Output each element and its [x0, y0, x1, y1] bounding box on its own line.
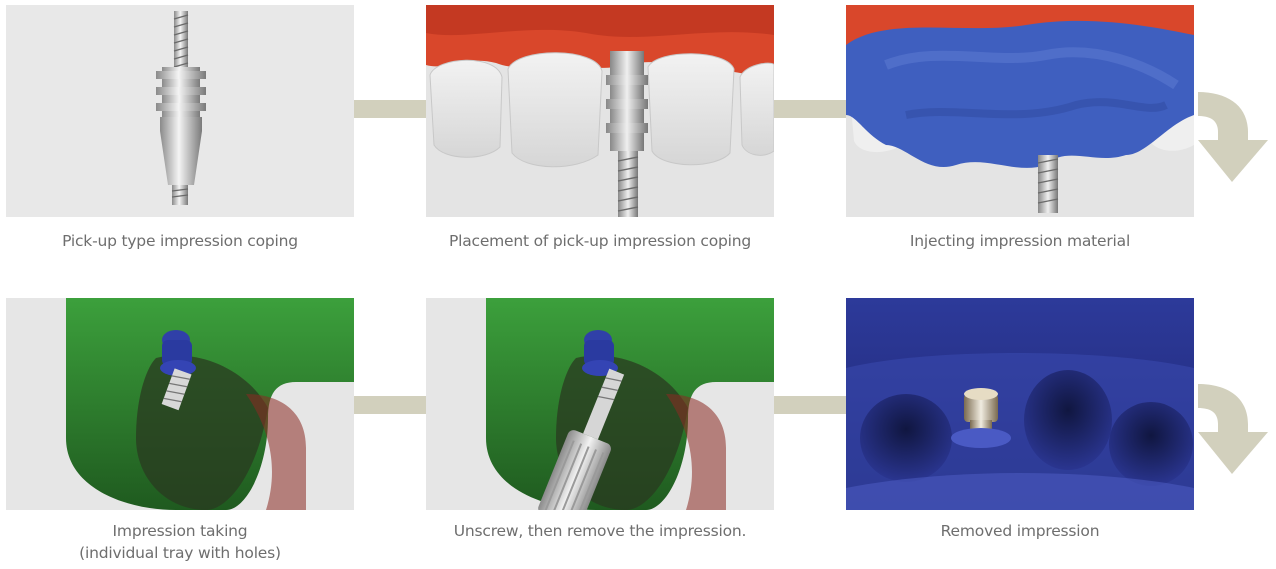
step-4-caption: Impression taking (individual tray with … [20, 520, 340, 564]
step-1-image [6, 5, 354, 217]
step-5-image [426, 298, 774, 510]
turn-arrow-icon-2 [1198, 384, 1268, 474]
step-3-caption: Injecting impression material [860, 230, 1180, 252]
step-5-caption: Unscrew, then remove the impression. [440, 520, 760, 542]
step-4-image [6, 298, 354, 510]
step-6-caption: Removed impression [860, 520, 1180, 542]
step-6-image [846, 298, 1194, 510]
step-4-caption-line-2: (individual tray with holes) [20, 542, 340, 564]
connector-5-6 [774, 396, 846, 414]
step-2-caption: Placement of pick-up impression coping [440, 230, 760, 252]
step-1-caption: Pick-up type impression coping [20, 230, 340, 252]
removed-impression-illustration [846, 298, 1194, 510]
impression-material-illustration [846, 5, 1194, 217]
unscrew-illustration [426, 298, 774, 510]
step-4-caption-line-1: Impression taking [20, 520, 340, 542]
step-3-image [846, 5, 1194, 217]
connector-4-5 [354, 396, 426, 414]
connector-1-2 [354, 100, 426, 118]
step-2-image [426, 5, 774, 217]
impression-coping-illustration [6, 5, 354, 217]
coping-placement-illustration [426, 5, 774, 217]
turn-arrow-icon-1 [1198, 92, 1268, 182]
impression-tray-illustration [6, 298, 354, 510]
connector-2-3 [774, 100, 846, 118]
